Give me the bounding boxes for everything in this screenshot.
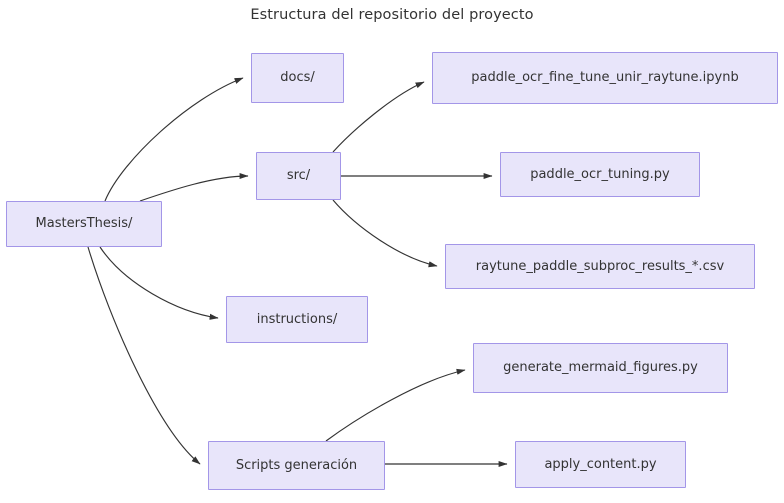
node-instr[interactable]: instructions/ bbox=[226, 296, 368, 343]
node-apply[interactable]: apply_content.py bbox=[515, 441, 686, 488]
node-tuning[interactable]: paddle_ocr_tuning.py bbox=[500, 152, 700, 197]
node-label-scripts: Scripts generación bbox=[235, 457, 358, 473]
edge-root-to-scripts bbox=[87, 246, 201, 465]
node-label-root: MastersThesis/ bbox=[35, 216, 133, 232]
edge-src-to-notebook bbox=[332, 81, 425, 153]
node-docs[interactable]: docs/ bbox=[251, 53, 344, 103]
node-csv[interactable]: raytune_paddle_subproc_results_*.csv bbox=[445, 244, 755, 289]
node-label-docs: docs/ bbox=[280, 70, 315, 86]
edge-root-to-src bbox=[139, 172, 249, 202]
node-label-csv: raytune_paddle_subproc_results_*.csv bbox=[475, 258, 725, 274]
node-src[interactable]: src/ bbox=[256, 152, 341, 200]
edge-root-to-instr bbox=[99, 246, 219, 320]
node-mermaid[interactable]: generate_mermaid_figures.py bbox=[473, 343, 728, 393]
node-label-src: src/ bbox=[286, 168, 311, 184]
node-root[interactable]: MastersThesis/ bbox=[6, 201, 162, 247]
edge-scripts-to-mermaid bbox=[325, 368, 466, 442]
diagram-title: Estructura del repositorio del proyecto bbox=[250, 7, 534, 23]
edge-root-to-docs bbox=[104, 77, 244, 202]
node-notebook[interactable]: paddle_ocr_fine_tune_unir_raytune.ipynb bbox=[432, 52, 778, 104]
node-label-instr: instructions/ bbox=[256, 311, 338, 327]
node-label-notebook: paddle_ocr_fine_tune_unir_raytune.ipynb bbox=[471, 70, 739, 86]
node-label-mermaid: generate_mermaid_figures.py bbox=[503, 360, 698, 376]
edge-src-to-csv bbox=[332, 199, 438, 268]
node-label-tuning: paddle_ocr_tuning.py bbox=[530, 166, 670, 182]
node-scripts[interactable]: Scripts generación bbox=[208, 441, 385, 490]
node-label-apply: apply_content.py bbox=[544, 456, 657, 472]
